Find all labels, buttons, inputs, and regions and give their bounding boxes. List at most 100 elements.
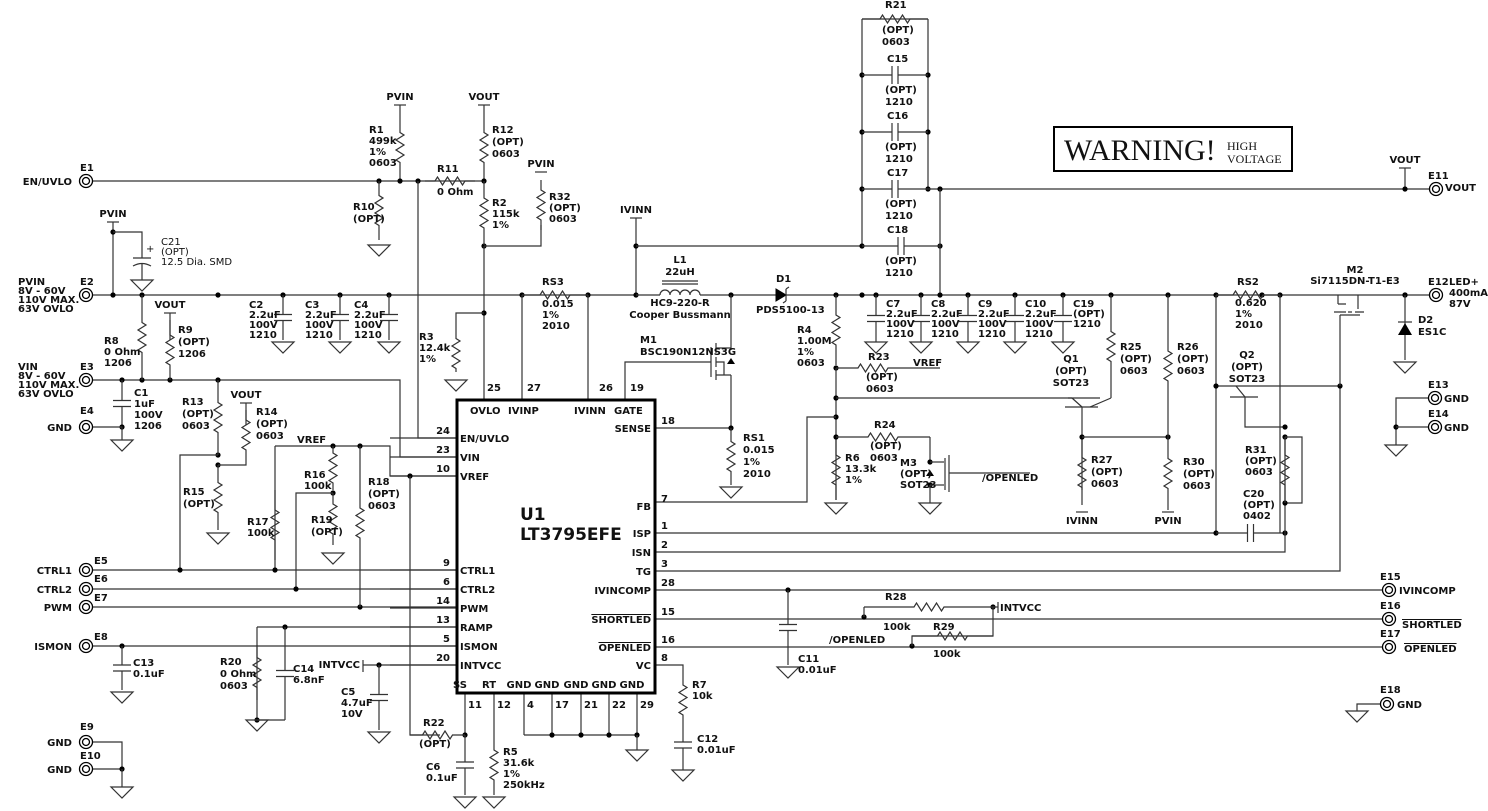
label: R30	[1183, 457, 1205, 468]
label: 0603	[220, 681, 248, 692]
label: (OPT)	[311, 527, 343, 538]
terminal-e7	[81, 602, 91, 612]
label: 100k	[883, 622, 911, 633]
resistor-r3	[450, 335, 462, 372]
ground-icon	[443, 379, 469, 392]
label: R23	[868, 352, 890, 363]
label: C11	[798, 654, 819, 665]
label: 100V	[134, 410, 163, 421]
label: SOT23	[900, 480, 936, 491]
label: 1206	[134, 421, 162, 432]
resistor-r21	[862, 13, 928, 25]
label: 0603	[368, 501, 396, 512]
pin-number: 28	[661, 578, 675, 589]
terminal-ref: E4	[80, 406, 94, 417]
wire	[275, 445, 457, 477]
ground-icon	[205, 532, 231, 545]
label: (OPT)	[419, 739, 451, 750]
label: 0603	[1091, 479, 1119, 490]
pin-name: CTRL1	[460, 566, 495, 577]
label: 0.01uF	[798, 665, 837, 676]
label: 0603	[549, 214, 577, 225]
label: R20	[220, 657, 242, 668]
label: OPENLED	[1404, 644, 1457, 655]
label: R5	[503, 747, 518, 758]
label: 0603	[1177, 366, 1205, 377]
pin-number: 21	[584, 700, 598, 711]
pin-number: 15	[661, 607, 675, 618]
label: 0 Ohm	[437, 187, 473, 198]
label: 0.620	[1235, 298, 1267, 309]
resistor-r27	[1076, 440, 1088, 505]
pin-name: OPENLED	[598, 643, 651, 654]
label: C2	[249, 300, 263, 311]
capacitor-c21	[132, 262, 152, 267]
junction-dot	[397, 178, 403, 184]
net-label: VREF	[913, 358, 942, 369]
wire	[92, 741, 123, 769]
label: (OPT)	[885, 85, 917, 96]
label: 63V OVLO	[18, 304, 74, 315]
pin-name: IVINN	[574, 406, 606, 417]
label: 1%	[542, 310, 559, 321]
label: 100V	[354, 320, 383, 331]
label: GND	[1444, 423, 1469, 434]
label: 63V OVLO	[18, 389, 74, 400]
terminal-e17	[1384, 642, 1394, 652]
terminal-ref: E10	[80, 751, 101, 762]
pin-number: 6	[443, 577, 450, 588]
label: 100k	[247, 528, 275, 539]
label: 8V - 60V	[18, 286, 66, 297]
net-label: PVIN	[386, 92, 413, 103]
net-label: IVINN	[1066, 516, 1098, 527]
ground-icon	[109, 691, 135, 704]
resistor-r20	[251, 645, 263, 700]
pin-name: INTVCC	[460, 661, 501, 672]
pin-number: 26	[599, 383, 613, 394]
net-label: VOUT	[154, 300, 185, 311]
wire	[624, 361, 711, 400]
label: C15	[887, 54, 908, 65]
label: 1210	[885, 211, 913, 222]
terminal-e8	[81, 641, 91, 651]
label: R9	[178, 325, 193, 336]
label: 2.2uF	[886, 309, 918, 320]
pin-name: IVINCOMP	[594, 586, 651, 597]
label: C13	[133, 658, 154, 669]
junction-dot	[1213, 383, 1219, 389]
pin-name: RT	[482, 680, 496, 691]
ground-icon	[366, 731, 392, 744]
label: 1210	[931, 329, 959, 340]
label: 2.2uF	[249, 310, 281, 321]
pin-number: 10	[436, 464, 450, 475]
ground-icon	[1002, 341, 1028, 354]
resistor-r13	[212, 380, 224, 455]
pin-number: 12	[497, 700, 511, 711]
pin-number: 29	[640, 700, 654, 711]
label: C1	[134, 388, 148, 399]
label: (OPT)	[1177, 354, 1209, 365]
label: 1210	[885, 97, 913, 108]
junction-dot	[937, 292, 943, 298]
net-label: VOUT	[1389, 155, 1420, 166]
resistor-r6	[830, 440, 842, 500]
pin-name: IVINP	[508, 406, 539, 417]
label: 110V MAX.	[18, 295, 79, 306]
label: (OPT)	[870, 441, 902, 452]
ground-icon	[481, 796, 507, 809]
label: 1%	[369, 147, 386, 158]
label: R27	[1091, 455, 1113, 466]
pin-name: SS	[453, 680, 467, 691]
label: 2010	[542, 321, 570, 332]
resistor-r28	[864, 601, 994, 613]
resistor-r23	[836, 362, 910, 374]
label: 100V	[931, 319, 960, 330]
ic-part: LT3795EFE	[520, 525, 622, 545]
label: R18	[368, 477, 390, 488]
pin-name: GND	[564, 680, 589, 691]
label: PVIN	[18, 277, 45, 288]
label: R10	[353, 202, 375, 213]
label: 0.015	[542, 299, 574, 310]
label: C20	[1243, 489, 1264, 500]
